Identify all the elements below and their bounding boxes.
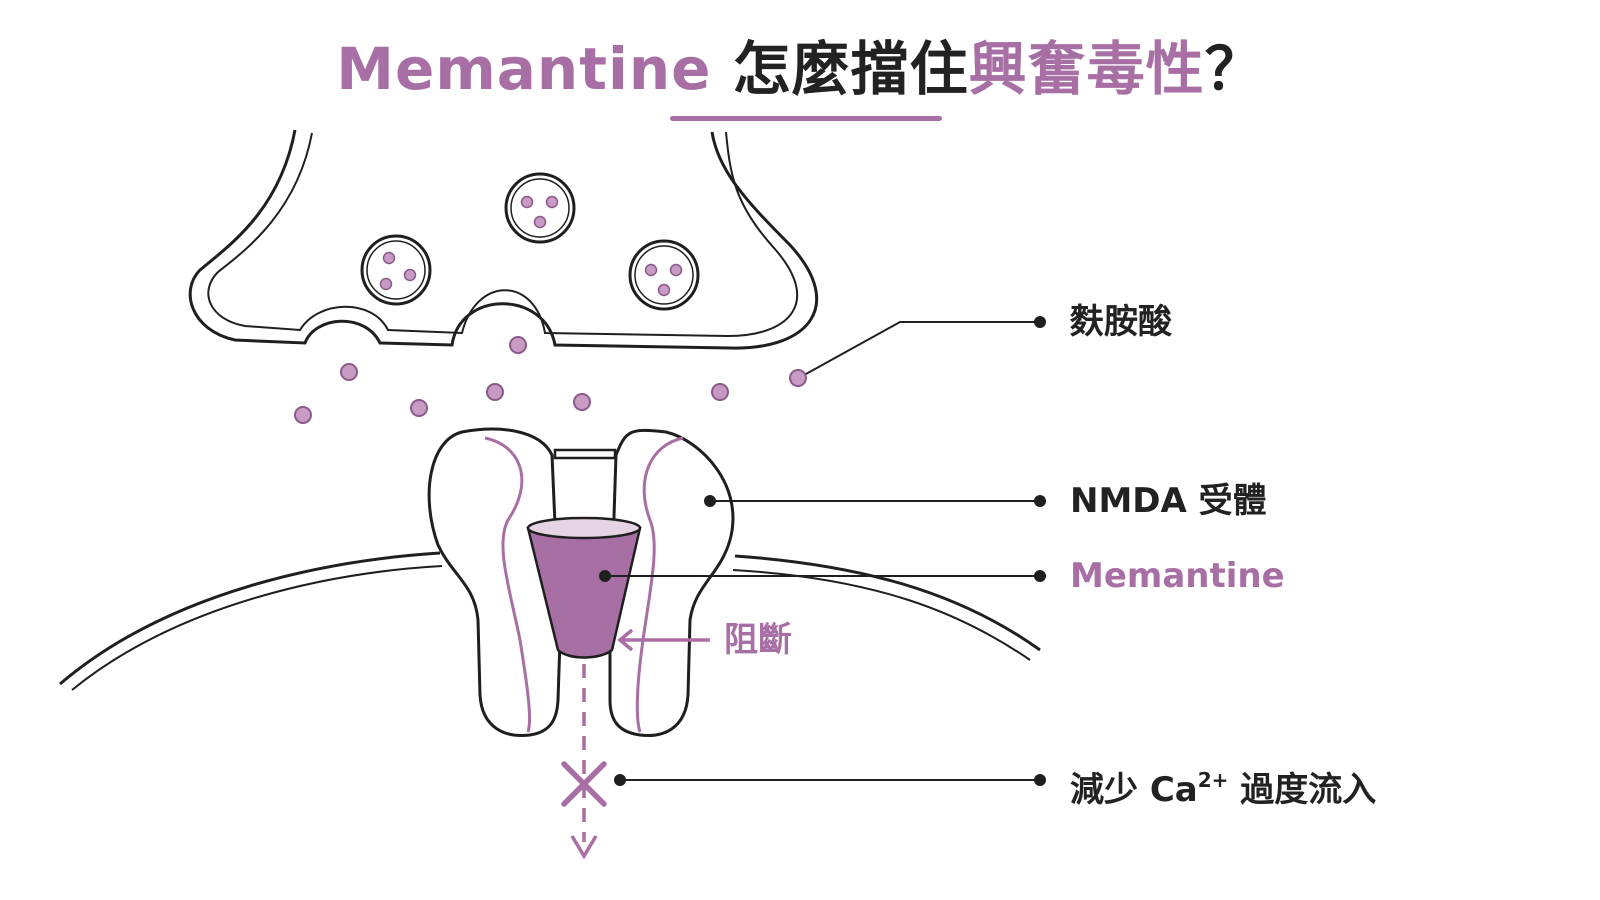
glutamate-molecule	[410, 399, 428, 417]
receptor-left-inner-line	[484, 436, 532, 733]
block-label: 阻斷	[724, 620, 792, 660]
glutamate-molecule	[789, 369, 807, 387]
glutamate-molecule	[340, 363, 358, 381]
reduce-calcium-label: 減少 Ca2+ 過度流入	[1070, 760, 1376, 810]
vesicle	[360, 234, 432, 306]
receptor-left-subunit	[427, 427, 562, 737]
nmda-receptor	[427, 427, 735, 737]
calcium-charge: 2+	[1197, 768, 1229, 792]
presynaptic-outer-membrane	[188, 129, 819, 350]
leader-lines	[599, 316, 1046, 786]
vesicle-molecule	[382, 251, 396, 265]
blocked-cross-icon	[561, 761, 607, 807]
receptor-right-inner-line	[635, 436, 684, 733]
title-question-mark: ？	[1204, 35, 1264, 103]
reduce-calcium-prefix: 減少 Ca	[1070, 770, 1198, 810]
presynaptic-terminal	[188, 129, 819, 350]
calcium-flow-arrowhead	[570, 835, 598, 860]
page-title: Memantine 怎麼擋住興奮毒性？	[0, 22, 1600, 106]
title-verb: 怎麼擋住	[732, 35, 969, 103]
memantine-blocker	[526, 516, 642, 659]
title-drug-name: Memantine	[336, 35, 712, 103]
title-underline	[670, 116, 942, 121]
presynaptic-inner-membrane	[207, 131, 799, 338]
title-highlight: 興奮毒性	[968, 35, 1205, 103]
glutamate-label: 麩胺酸	[1070, 302, 1172, 342]
glutamate-leader	[805, 321, 1040, 375]
nmda-receptor-label: NMDA 受體	[1070, 481, 1267, 521]
block-arrow-head	[617, 628, 634, 652]
glutamate-molecule	[294, 406, 312, 424]
synaptic-vesicles	[360, 172, 700, 311]
glutamate-molecule	[573, 393, 591, 411]
vesicle	[628, 239, 700, 311]
reduce-calcium-suffix: 過度流入	[1228, 770, 1377, 810]
glutamate-molecule	[486, 383, 504, 401]
glutamate-molecules	[294, 336, 807, 424]
memantine-label: Memantine	[1070, 556, 1285, 596]
blocked-calcium-flow	[561, 664, 607, 860]
receptor-channel-top	[553, 448, 617, 460]
memantine-top-face	[526, 516, 642, 540]
vesicle	[504, 172, 576, 244]
glutamate-molecule	[509, 336, 527, 354]
block-arrow	[617, 628, 710, 652]
postsynaptic-membrane	[59, 551, 1041, 691]
glutamate-molecule	[711, 383, 729, 401]
